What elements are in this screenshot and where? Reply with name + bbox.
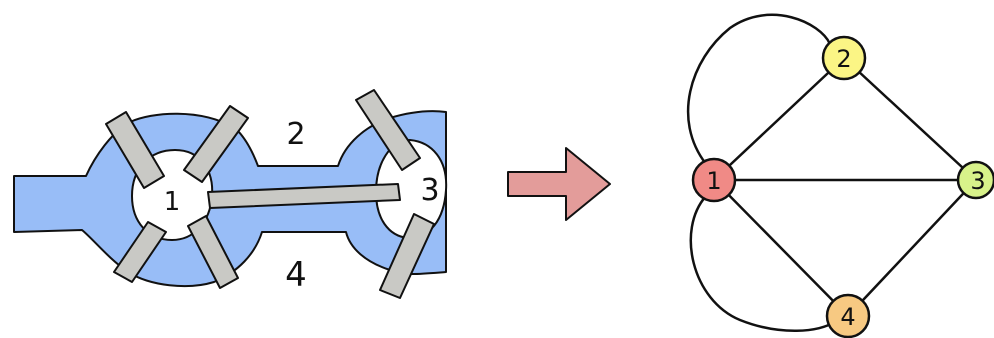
edge-1-2 (712, 56, 846, 182)
graph-edges (686, 13, 978, 332)
node-label-4: 4 (840, 303, 855, 331)
land-label-4: 4 (285, 255, 307, 295)
node-2: 2 (821, 35, 867, 81)
node-1: 1 (691, 157, 737, 203)
land-label-3: 3 (420, 173, 439, 208)
bridge-3-4 (379, 213, 435, 299)
node-label-3: 3 (970, 167, 985, 195)
graph: 1 2 3 4 (686, 13, 994, 338)
land-label-2: 2 (286, 117, 305, 152)
node-label-1: 1 (706, 167, 721, 195)
transform-arrow (507, 147, 611, 221)
edge-1-4 (712, 178, 850, 318)
node-4: 4 (825, 293, 871, 338)
edge-3-4 (846, 178, 978, 318)
bridge-1-2a (105, 111, 165, 189)
edge-1-2-curved (686, 13, 832, 166)
river-map: 1 2 3 4 (13, 89, 448, 299)
land-label-1: 1 (164, 187, 181, 217)
edge-1-4-curved (689, 194, 836, 332)
bridge-3-2 (355, 89, 421, 171)
node-label-2: 2 (836, 45, 851, 73)
bridge-1-4a (113, 221, 167, 283)
bridge-1-2b (183, 105, 249, 183)
edge-2-3 (842, 56, 978, 182)
graph-nodes: 1 2 3 4 (691, 35, 994, 338)
bridges (105, 89, 435, 299)
node-3: 3 (956, 160, 994, 200)
bridge-1-3 (207, 183, 401, 209)
bridge-1-4b (187, 215, 239, 289)
